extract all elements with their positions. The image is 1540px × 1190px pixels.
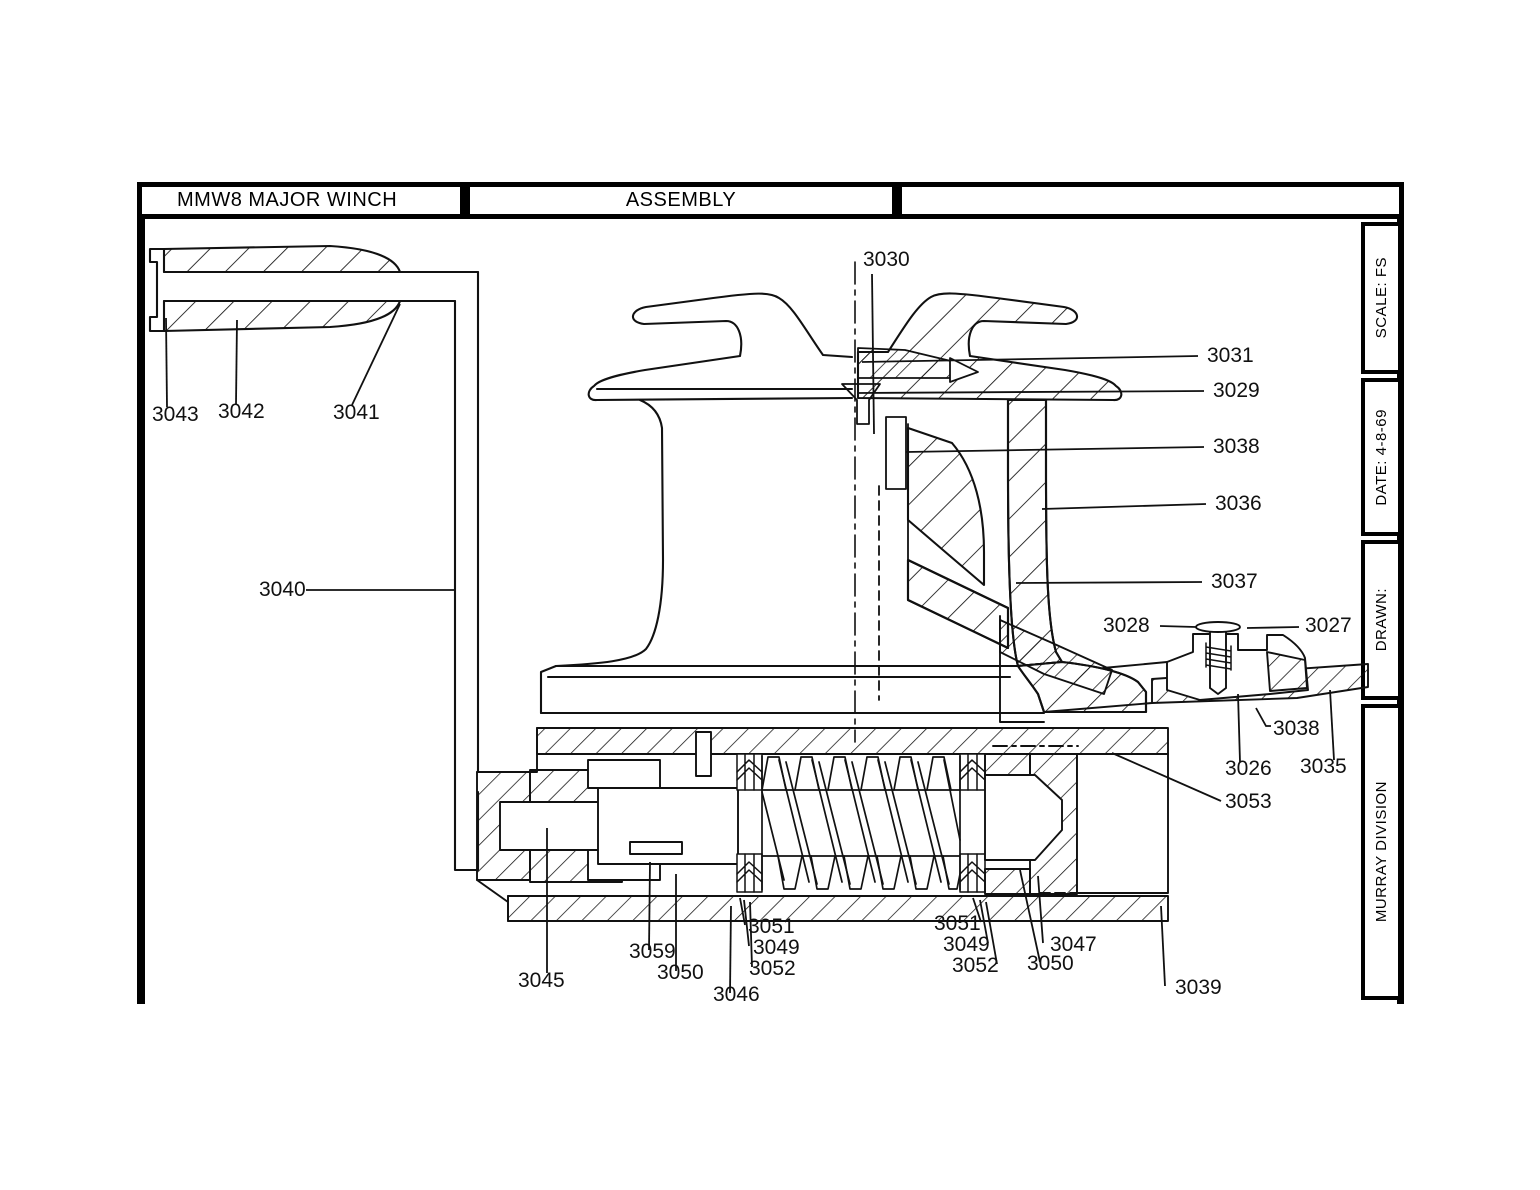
part-label-3026: 3026 bbox=[1225, 757, 1272, 780]
titleblock-scale: SCALE: FS bbox=[1361, 222, 1402, 374]
part-label-3030: 3030 bbox=[863, 248, 910, 271]
leader-line-3041 bbox=[351, 303, 401, 406]
title-cell-product: MMW8 MAJOR WINCH bbox=[137, 182, 465, 219]
part-label-3039: 3039 bbox=[1175, 976, 1222, 999]
leader-line-3039 bbox=[1160, 905, 1166, 987]
leader-line-3028 bbox=[1159, 625, 1197, 628]
part-label-3046: 3046 bbox=[713, 983, 760, 1006]
leader-line-3051 bbox=[739, 897, 746, 926]
part-label-3049: 3049 bbox=[753, 936, 800, 959]
leader-line-3052 bbox=[985, 901, 998, 965]
leader-line-3038 bbox=[1255, 707, 1271, 727]
leader-line-3035 bbox=[1329, 689, 1335, 761]
leader-line-3051 bbox=[972, 897, 982, 923]
part-label-3042: 3042 bbox=[218, 400, 265, 423]
sheet-left-border bbox=[137, 182, 145, 1004]
worm-gear bbox=[761, 755, 961, 891]
leader-line-3050 bbox=[1019, 869, 1041, 963]
part-label-3031: 3031 bbox=[1207, 344, 1254, 367]
center-spindle-group bbox=[841, 347, 979, 701]
part-label-3045: 3045 bbox=[518, 969, 565, 992]
leader-line-3031 bbox=[861, 355, 1199, 363]
leader-line-3053 bbox=[1111, 752, 1222, 802]
part-label-3043: 3043 bbox=[152, 403, 199, 426]
leader-line-3037 bbox=[1015, 581, 1203, 584]
leader-line-3059 bbox=[648, 861, 651, 951]
part-label-3050: 3050 bbox=[1027, 952, 1074, 975]
leader-line-3029 bbox=[857, 390, 1205, 394]
part-label-3049: 3049 bbox=[943, 933, 990, 956]
title-cell-view: ASSEMBLY bbox=[465, 182, 897, 219]
part-label-3041: 3041 bbox=[333, 401, 380, 424]
part-label-3036: 3036 bbox=[1215, 492, 1262, 515]
part-label-3027: 3027 bbox=[1305, 614, 1352, 637]
part-label-3053: 3053 bbox=[1225, 790, 1272, 813]
part-label-3028: 3028 bbox=[1103, 614, 1150, 637]
titleblock-date: DATE: 4-8-69 bbox=[1361, 378, 1402, 536]
pawl-assembly-group bbox=[992, 615, 1369, 747]
part-label-3059: 3059 bbox=[629, 940, 676, 963]
drawing-view-title: ASSEMBLY bbox=[625, 189, 737, 211]
leader-line-3046 bbox=[729, 905, 732, 994]
crank-handle-group bbox=[148, 244, 480, 872]
leader-line-3052 bbox=[749, 901, 753, 968]
part-label-3037: 3037 bbox=[1211, 570, 1258, 593]
leader-line-3042 bbox=[235, 319, 238, 405]
leader-line-3043 bbox=[165, 317, 168, 408]
leader-line-3036 bbox=[1041, 503, 1207, 510]
drawing-title: MMW8 MAJOR WINCH bbox=[177, 189, 398, 211]
leader-line-3026 bbox=[1237, 693, 1241, 763]
part-label-3050: 3050 bbox=[657, 961, 704, 984]
leader-line-3049 bbox=[743, 899, 750, 947]
drum-left-outline bbox=[539, 292, 1046, 715]
titleblock-division: MURRAY DIVISION bbox=[1361, 704, 1402, 1000]
part-label-3051: 3051 bbox=[748, 915, 795, 938]
title-cell-blank bbox=[897, 182, 1404, 219]
leader-line-3038 bbox=[905, 446, 1205, 453]
part-label-3047: 3047 bbox=[1050, 933, 1097, 956]
part-label-3051: 3051 bbox=[934, 912, 981, 935]
leader-line-3049 bbox=[979, 899, 989, 944]
leader-line-3027 bbox=[1246, 626, 1300, 629]
part-label-3052: 3052 bbox=[749, 957, 796, 980]
thrust-washer-stacks bbox=[736, 753, 986, 893]
leader-line-3047 bbox=[1037, 875, 1044, 944]
part-label-3040: 3040 bbox=[259, 578, 306, 601]
part-label-3038: 3038 bbox=[1213, 435, 1260, 458]
leader-line-3030 bbox=[871, 273, 875, 435]
part-label-3029: 3029 bbox=[1213, 379, 1260, 402]
worm-housing-group bbox=[476, 727, 1169, 922]
part-label-3052: 3052 bbox=[952, 954, 999, 977]
part-label-3038: 3038 bbox=[1273, 717, 1320, 740]
part-label-3035: 3035 bbox=[1300, 755, 1347, 778]
